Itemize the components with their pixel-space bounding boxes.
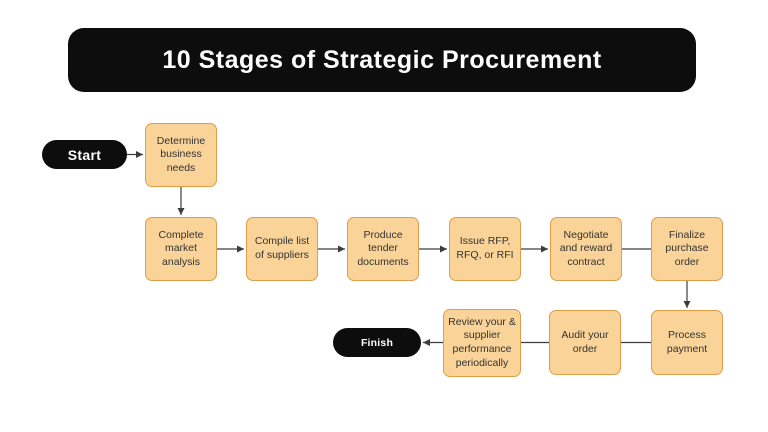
node-complete-market-analysis: Complete market analysis	[145, 217, 217, 281]
finish-label: Finish	[360, 336, 394, 349]
node-produce-tender-documents: Produce tender documents	[347, 217, 419, 281]
node-finalize-purchase-order: Finalize purchase order	[651, 217, 723, 281]
node-determine-business-needs: Determine business needs	[145, 123, 217, 187]
node-process-payment: Process payment	[651, 310, 723, 375]
finish-terminal: Finish	[333, 328, 421, 357]
start-label: Start	[67, 146, 102, 163]
node-issue-rfp-rfq-or-rfi: Issue RFP, RFQ, or RFI	[449, 217, 521, 281]
node-negotiate-and-reward-contract: Negotiate and reward contract	[550, 217, 622, 281]
node-review-supplier-performance: Review your & supplier performance perio…	[443, 309, 521, 377]
start-terminal: Start	[42, 140, 127, 169]
node-compile-list-of-suppliers: Compile list of suppliers	[246, 217, 318, 281]
page-title: 10 Stages of Strategic Procurement	[162, 45, 602, 74]
title-banner: 10 Stages of Strategic Procurement	[68, 28, 696, 92]
node-audit-your-order: Audit your order	[549, 310, 621, 375]
